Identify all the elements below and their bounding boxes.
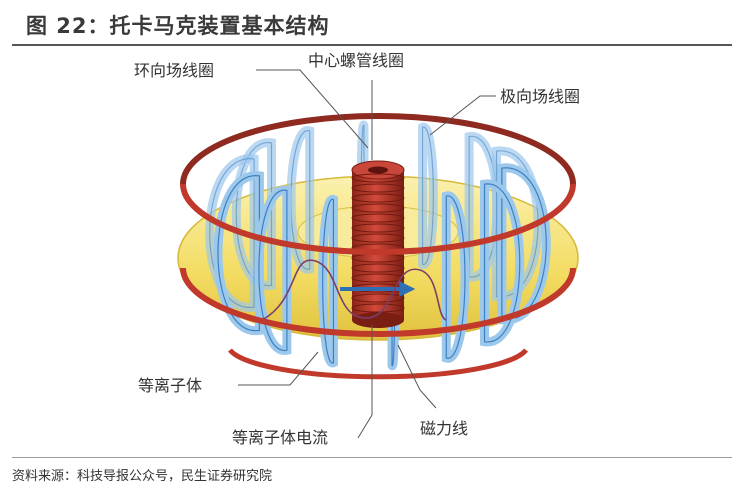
solenoid-winding [351, 213, 405, 223]
magnetic-field-line [261, 259, 447, 321]
solenoid-winding [351, 193, 405, 203]
solenoid-winding [351, 173, 405, 183]
label-central-solenoid: 中心螺管线圈 [308, 51, 404, 70]
source-divider [12, 457, 732, 458]
solenoid-winding [351, 273, 405, 283]
solenoid-winding [351, 263, 405, 273]
poloidal-coil-front [180, 183, 576, 380]
central-solenoid [351, 160, 405, 328]
figure-title: 图 22：托卡马克装置基本结构 [26, 14, 330, 38]
solenoid-winding [351, 203, 405, 213]
toroidal-coil-edge [495, 150, 539, 298]
title-divider [12, 44, 732, 46]
solenoid-winding [351, 233, 405, 243]
toroidal-coil-edge [421, 126, 434, 265]
toroidal-coil-edge [322, 198, 335, 364]
label-poloidal-coil: 极向场线圈 [500, 87, 580, 106]
solenoid-winding [351, 293, 405, 303]
leader-lines [238, 69, 496, 439]
solenoid-winding [351, 303, 405, 313]
toroidal-coil-edge [483, 183, 521, 343]
toroidal-coil-edge [217, 175, 261, 332]
label-magnetic-field-line: 磁力线 [420, 419, 468, 438]
toroidal-coil-edge [445, 195, 466, 359]
label-plasma-current: 等离子体电流 [232, 428, 328, 447]
solenoid-winding [351, 223, 405, 233]
source-note: 资料来源：科技导报公众号，民生证券研究院 [12, 469, 273, 484]
solenoid-winding [351, 183, 405, 193]
toroidal-coil-edge [258, 189, 288, 351]
toroidal-coil-edge [209, 158, 255, 308]
label-toroidal-coil: 环向场线圈 [134, 61, 214, 80]
label-plasma: 等离子体 [138, 376, 202, 395]
